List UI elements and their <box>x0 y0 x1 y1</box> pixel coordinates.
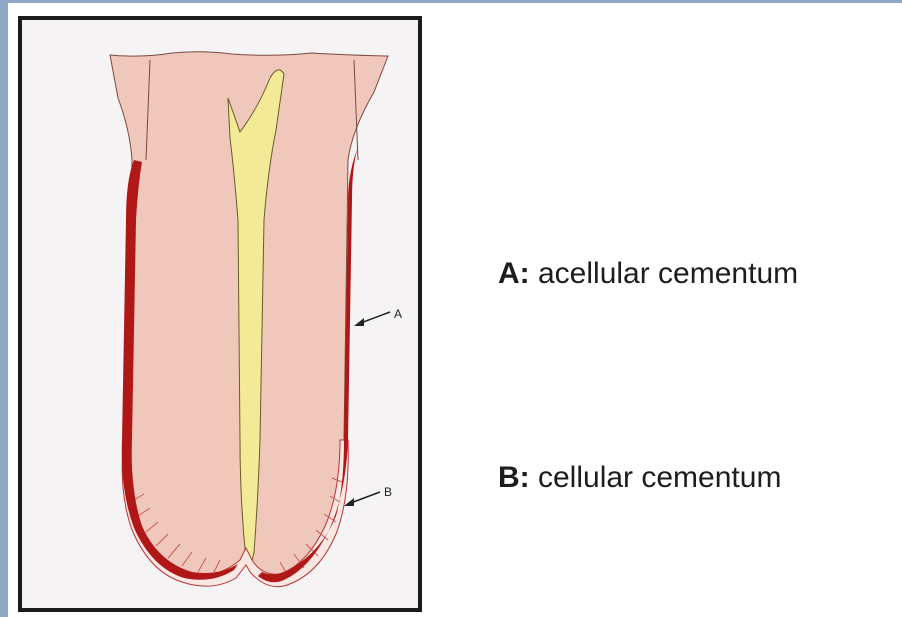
tooth-root-diagram: A B <box>22 20 418 608</box>
legend-acellular-cementum: A: acellular cementum <box>498 257 798 291</box>
legend-key-b: B: <box>498 461 530 494</box>
legend-text-a: acellular cementum <box>538 257 798 290</box>
arrow-a-head <box>354 318 364 326</box>
legend-cellular-cementum: B: cellular cementum <box>498 461 781 495</box>
label-b: B <box>384 485 392 499</box>
legend-text-b: cellular cementum <box>538 461 781 494</box>
legend-key-a: A: <box>498 257 530 290</box>
page-canvas: A B A: acellular cementum B: cellular ce… <box>8 3 902 617</box>
label-a: A <box>394 307 402 321</box>
tooth-diagram-frame: A B <box>18 16 422 612</box>
